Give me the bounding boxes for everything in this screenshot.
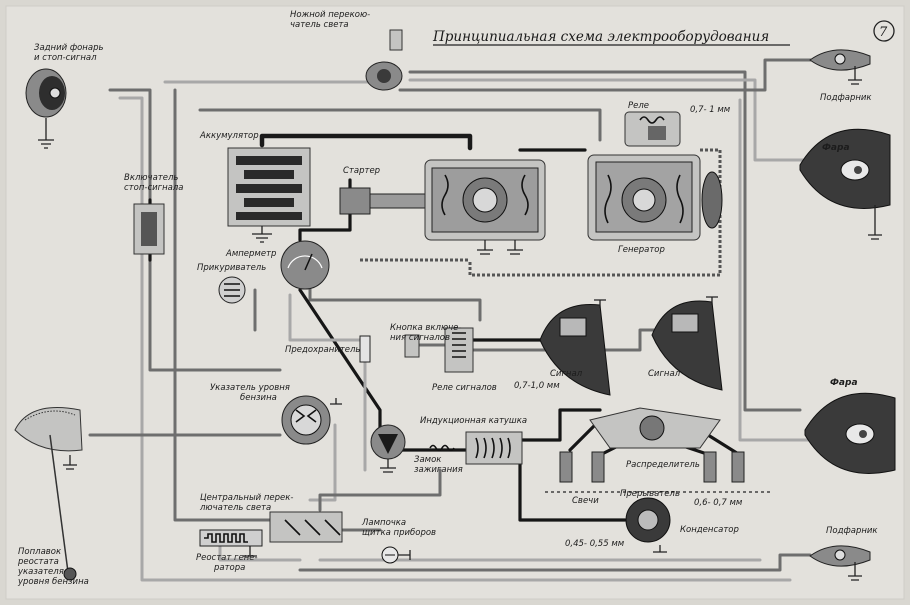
wire-coil-breaker xyxy=(518,453,627,522)
fuel-gauge-label-1: Указатель уровня xyxy=(210,383,290,393)
podfarnik-bottom-label: Подфарник xyxy=(826,526,878,536)
rear-lamp-label-1: Задний фонарь xyxy=(34,43,103,53)
podfarnik-bottom xyxy=(809,545,871,581)
headlamp-bottom xyxy=(804,392,896,474)
fuel-gauge-label-2: бензина xyxy=(240,393,277,403)
wire-rear-to-bottom xyxy=(118,96,792,582)
battery xyxy=(227,147,311,243)
signal-right-label: Сигнал xyxy=(648,369,681,379)
relay xyxy=(624,111,681,147)
stop-switch-label-2: стоп-сигнала xyxy=(124,183,184,193)
central-switch-label-2: лючатель света xyxy=(199,503,271,513)
ammeter xyxy=(280,240,330,290)
horn-button-label-2: ния сигналов xyxy=(390,333,450,343)
horn-button xyxy=(404,334,420,358)
wire-foot-switch-fara xyxy=(408,70,802,412)
condenser-label: Конденсатор xyxy=(680,525,739,535)
dash-lamp-label-2: щитка приборов xyxy=(362,528,436,538)
horn-right xyxy=(651,296,723,391)
battery-label: Аккумулятор xyxy=(199,131,259,141)
rheostat-label-2: ратора xyxy=(213,563,245,573)
wire-fara-bottom-b xyxy=(738,98,812,442)
wire-switch-lock xyxy=(318,468,442,512)
foot-light-switch xyxy=(365,29,403,91)
signal-relay xyxy=(444,327,474,373)
signal-relay-label: Реле сигналов xyxy=(432,383,497,393)
wire-left-vertical xyxy=(173,88,272,522)
dash-lamp-label-1: Лампочка xyxy=(361,518,406,528)
fara-bottom-label: Фара xyxy=(830,378,858,388)
wire-podfarnik-top xyxy=(398,58,817,92)
horn-button-label-1: Кнопка включе- xyxy=(390,323,461,333)
wire-coil-distributor xyxy=(518,408,602,442)
float-label-3: указателя xyxy=(17,567,64,577)
float-label-1: Поплавок xyxy=(18,547,62,557)
wire-foot-switch-fara-top xyxy=(408,78,812,162)
dashboard-lamp xyxy=(381,546,411,564)
podfarnik-top-label: Подфарник xyxy=(820,93,872,103)
wire-top-inner xyxy=(198,108,602,142)
page-number: 7 xyxy=(879,25,888,40)
rheostat-label-1: Реостат гене- xyxy=(196,553,258,563)
lighter-label: Прикуриватель xyxy=(197,263,266,273)
ignition-coil xyxy=(429,431,523,465)
wire-generator-dashed xyxy=(468,148,722,277)
breaker-condenser xyxy=(625,497,671,553)
float-label-2: реостата xyxy=(17,557,59,567)
diagram-title: Принципиальная схема электрооборудования xyxy=(432,29,769,45)
rear-lamp-label-2: и стоп-сигнал xyxy=(34,53,97,63)
generator xyxy=(587,154,723,241)
fuse-label: Предохранитель xyxy=(285,345,360,355)
starter-label: Стартер xyxy=(343,166,380,176)
wire-podfarnik-bottom xyxy=(298,553,812,572)
fuse xyxy=(359,335,371,363)
podfarnik-top xyxy=(809,49,871,85)
generator-rheostat xyxy=(199,529,263,557)
ignition-lock-label-1: Замок xyxy=(414,455,442,465)
breaker-label: Прерыватель xyxy=(620,489,680,499)
rear-lamp xyxy=(25,68,67,149)
distributor-label: Распределитель xyxy=(626,460,700,470)
fara-top-label: Фара xyxy=(822,143,850,153)
relay-label: Реле xyxy=(628,101,649,111)
cigarette-lighter xyxy=(218,276,246,304)
distributor xyxy=(589,407,721,449)
wire-ammeter-horn xyxy=(308,283,482,322)
signal-left-label: Сигнал xyxy=(550,369,583,379)
relay-gap-label: 0,7- 1 мм xyxy=(690,105,731,115)
foot-switch-label-2: чатель света xyxy=(290,20,349,30)
stop-switch-label-1: Включатель xyxy=(124,173,178,183)
condenser-gap-label: 0,45- 0,55 мм xyxy=(565,539,625,549)
ammeter-label: Амперметр xyxy=(225,249,276,259)
central-light-switch xyxy=(269,511,343,543)
stop-signal-switch xyxy=(133,203,165,255)
foot-switch-label-1: Ножной перекою- xyxy=(290,10,370,20)
wire-battery-starter xyxy=(259,133,473,151)
ignition-lock-label-2: зажигания xyxy=(414,465,463,475)
breaker-gap-label: 0,6- 0,7 мм xyxy=(694,498,743,508)
page-number-circle xyxy=(873,20,895,42)
ignition-lock xyxy=(370,424,406,473)
horn-left xyxy=(539,299,611,396)
signal-gap-label: 0,7-1,0 мм xyxy=(514,381,560,391)
wire-fuse xyxy=(288,293,367,472)
wire-gauge-switch xyxy=(308,423,337,502)
headlamp-top xyxy=(799,128,891,240)
fuel-float-rheostat xyxy=(14,407,83,581)
plugs-label: Свечи xyxy=(572,496,599,506)
starter xyxy=(339,159,546,255)
generator-label: Генератор xyxy=(618,245,665,255)
fuel-gauge xyxy=(281,395,342,445)
spark-plugs xyxy=(545,451,770,493)
ignition-coil-label: Индукционная катушка xyxy=(420,416,527,426)
central-switch-label-1: Центральный перек- xyxy=(200,493,294,503)
float-label-4: уровня бензина xyxy=(17,577,89,587)
